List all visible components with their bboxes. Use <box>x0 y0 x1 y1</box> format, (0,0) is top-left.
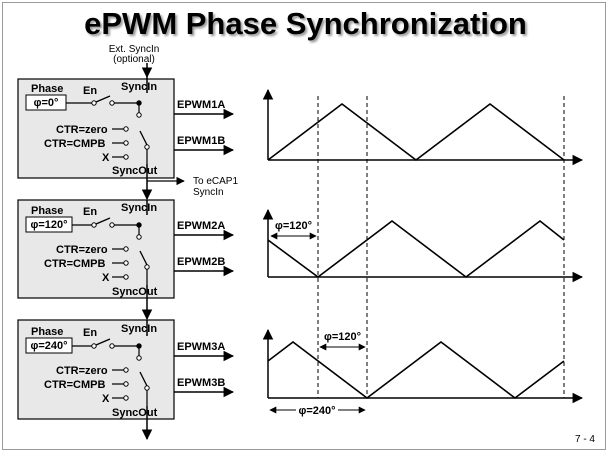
epwm2-x-label: X <box>102 272 110 284</box>
epwm3-phase-value: φ=240° <box>30 340 67 352</box>
epwm2-phase-value: φ=120° <box>30 219 67 231</box>
wave1-counter-triangle <box>267 102 565 162</box>
epwm1-en-switch-blade <box>95 95 111 103</box>
epwm2-waveform: φ=120° <box>262 208 584 283</box>
epwm1-x-label: X <box>102 152 110 164</box>
epwm3b-label: EPWM3B <box>177 377 225 389</box>
epwm1-module: Phase φ=0° En SyncIn CTR=zero CTR=CMPB X <box>17 77 235 179</box>
epwm2-phase-label: Phase <box>31 205 63 217</box>
epwm3-phase-label: Phase <box>31 326 63 338</box>
epwm3-syncin-label: SyncIn <box>121 323 157 335</box>
epwm2-syncout-label: SyncOut <box>112 286 158 298</box>
epwm1-waveform <box>262 88 584 166</box>
epwm2-block <box>17 199 175 299</box>
slide-frame <box>2 2 606 450</box>
epwm2-en-label: En <box>83 206 97 218</box>
wave3-counter-triangle <box>267 340 565 400</box>
epwm3-ctr-zero-label: CTR=zero <box>56 365 108 377</box>
wave2-phase-label: φ=120° <box>275 220 312 232</box>
epwm1-en-switch-pivot <box>91 100 97 106</box>
epwm1b-label: EPWM1B <box>177 135 225 147</box>
ecap-note-line1: To eCAP1 <box>193 176 238 187</box>
epwm1-en-label: En <box>83 85 97 97</box>
epwm3-module: Phase φ=240° En SyncIn CTR=zero CTR=CMPB… <box>17 319 235 420</box>
epwm1-ctr-zero-label: CTR=zero <box>56 124 108 136</box>
epwm1-syncout-switch-blade <box>139 130 148 146</box>
wave3-phase-label: φ=120° <box>324 331 361 343</box>
ext-syncin-label: Ext. SyncIn <box>109 44 160 55</box>
epwm1-syncin-label: SyncIn <box>121 81 157 93</box>
epwm3-en-label: En <box>83 327 97 339</box>
epwm2-syncin-label: SyncIn <box>121 202 157 214</box>
ext-syncin-optional-label: (optional) <box>113 54 155 65</box>
ecap-note-line2: SyncIn <box>193 187 224 198</box>
wave3-total-phase-label: φ=240° <box>298 405 335 417</box>
epwm2-ctr-cmpb-label: CTR=CMPB <box>44 258 105 270</box>
epwm3-ctr-cmpb-label: CTR=CMPB <box>44 379 105 391</box>
epwm2b-label: EPWM2B <box>177 256 225 268</box>
epwm3-block <box>17 319 175 420</box>
epwm1-phase-label: Phase <box>31 83 63 95</box>
epwm2-module: Phase φ=120° En SyncIn CTR=zero CTR=CMPB… <box>17 199 235 299</box>
epwm1a-label: EPWM1A <box>177 99 225 111</box>
epwm3-syncout-label: SyncOut <box>112 407 158 419</box>
epwm1-syncout-label: SyncOut <box>112 165 158 177</box>
epwm1-ctr-cmpb-label: CTR=CMPB <box>44 138 105 150</box>
page-number: 7 - 4 <box>574 434 595 445</box>
epwm1-phase-value: φ=0° <box>34 97 59 109</box>
epwm3-x-label: X <box>102 393 110 405</box>
wave2-counter-triangle <box>267 219 565 279</box>
epwm2-ctr-zero-label: CTR=zero <box>56 244 108 256</box>
slide-title: ePWM Phase Synchronization <box>84 6 527 41</box>
epwm2a-label: EPWM2A <box>177 220 225 232</box>
epwm3-waveform: φ=120° φ=240° <box>262 328 584 417</box>
epwm3a-label: EPWM3A <box>177 341 225 353</box>
